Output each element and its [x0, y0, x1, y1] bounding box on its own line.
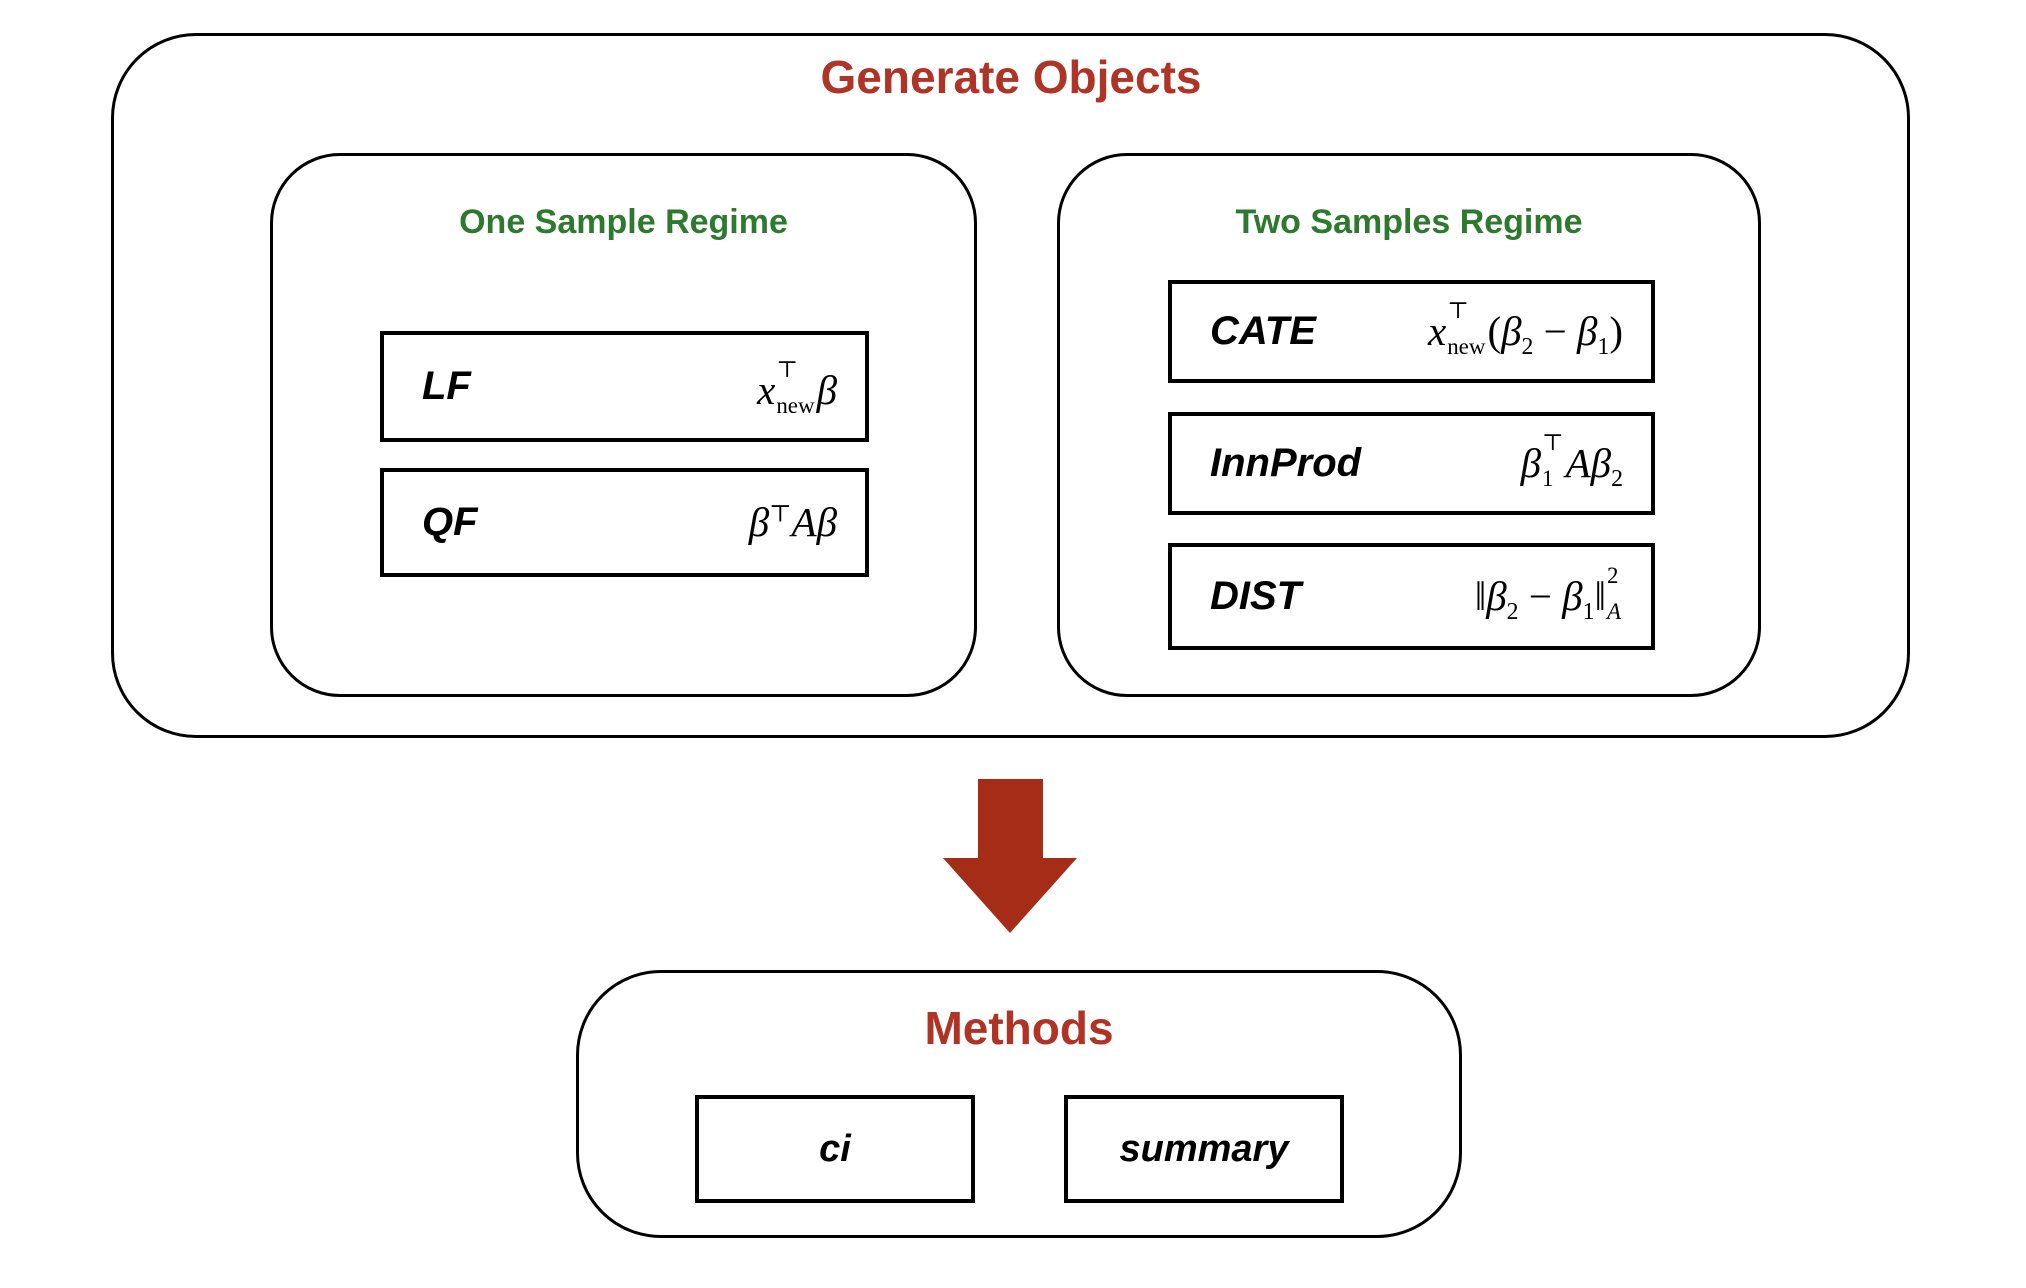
qf-label: QF	[422, 500, 478, 544]
ci-label: ci	[819, 1127, 851, 1170]
cate-formula: x⊤new(β2 − β1)	[1427, 298, 1623, 360]
dist-label: DIST	[1210, 574, 1302, 618]
methods-title: Methods	[924, 1002, 1114, 1054]
qf-formula: β⊤Aβ	[748, 499, 837, 545]
innprod-label: InnProd	[1210, 441, 1362, 485]
summary-box: summary	[1064, 1095, 1344, 1203]
cate-label: CATE	[1210, 309, 1316, 353]
lf-label: LF	[422, 364, 471, 408]
ci-box: ci	[695, 1095, 975, 1203]
cate-box: CATE x⊤new(β2 − β1)	[1168, 280, 1655, 383]
generate-objects-title: Generate Objects	[820, 51, 1202, 103]
summary-label: summary	[1119, 1127, 1289, 1170]
qf-box: QF β⊤Aβ	[380, 468, 869, 577]
one-sample-regime-title: One Sample Regime	[459, 203, 788, 241]
down-arrow-stem	[978, 779, 1043, 859]
down-arrow-head	[943, 858, 1077, 933]
two-samples-regime-title: Two Samples Regime	[1235, 203, 1583, 241]
